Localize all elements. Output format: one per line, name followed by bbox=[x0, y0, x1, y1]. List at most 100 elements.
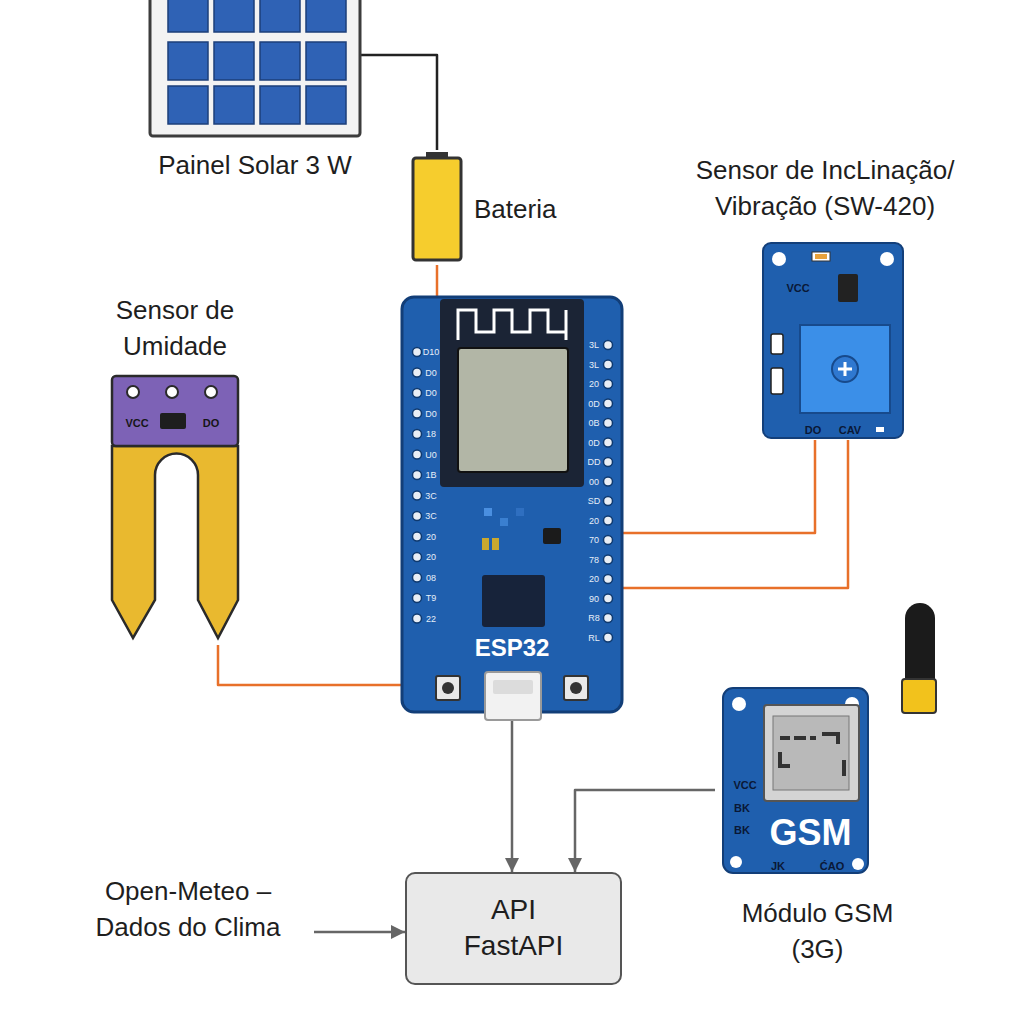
pin-hole bbox=[127, 386, 139, 398]
wifi-module bbox=[440, 299, 584, 487]
pin-name: 3C bbox=[425, 512, 437, 521]
pin-name: 20 bbox=[426, 553, 436, 562]
pin-name: SD bbox=[588, 497, 601, 506]
pin-name: 3L bbox=[589, 341, 599, 350]
pin-name: CAV bbox=[839, 425, 861, 436]
smd-part bbox=[482, 538, 489, 550]
solar-cell bbox=[168, 0, 208, 32]
part-name: Bateria bbox=[474, 194, 574, 225]
pin-name: D0 bbox=[425, 368, 437, 377]
pad bbox=[876, 427, 884, 432]
pin-hole bbox=[604, 516, 613, 525]
push-button bbox=[436, 676, 460, 700]
part-name: Módulo GSM (3G) bbox=[730, 895, 905, 968]
solar-cell bbox=[306, 42, 346, 80]
pin-hole bbox=[604, 594, 613, 603]
solar-cell bbox=[306, 86, 346, 124]
pin-name: BK bbox=[734, 825, 750, 836]
pin-hole bbox=[604, 536, 613, 545]
solar-frame bbox=[150, 0, 360, 136]
pin-hole bbox=[413, 614, 422, 623]
pin-hole bbox=[413, 409, 422, 418]
pin-name: D0 bbox=[425, 409, 437, 418]
pin-name: 0D bbox=[588, 438, 600, 447]
data-arrow bbox=[314, 931, 405, 934]
pin-hole bbox=[604, 614, 613, 623]
pin-name: R8 bbox=[588, 614, 600, 623]
mount-hole bbox=[880, 252, 894, 266]
sim-slot bbox=[764, 705, 859, 801]
solar-cell bbox=[260, 42, 300, 80]
pin-name: VCC bbox=[733, 780, 756, 791]
api-box: API FastAPI bbox=[405, 872, 622, 985]
pin-name: DO bbox=[805, 425, 822, 436]
solar-cell bbox=[214, 86, 254, 124]
box-label: API FastAPI bbox=[451, 892, 576, 965]
pin-name: VCC bbox=[786, 283, 809, 294]
source-name: Open-Meteo – Dados do Clima bbox=[88, 873, 288, 946]
pcb-antenna bbox=[458, 310, 566, 340]
pin-name: ĆAO bbox=[820, 861, 844, 872]
pin-hole bbox=[166, 386, 178, 398]
pin-name: 3L bbox=[589, 360, 599, 369]
part-name: Sensor de Umidade bbox=[100, 292, 250, 365]
regulator-chip bbox=[543, 528, 561, 544]
pin-hole bbox=[413, 573, 422, 582]
pin-hole bbox=[604, 477, 613, 486]
data-arrow bbox=[575, 790, 715, 872]
power-wire bbox=[436, 265, 439, 297]
vibration-sensor: Sensor de IncLinação/ Vibração (SW-420) bbox=[660, 150, 990, 440]
resistor bbox=[771, 368, 783, 394]
pin-name: 1B bbox=[425, 471, 436, 480]
solar-cell bbox=[214, 42, 254, 80]
solar-cell bbox=[260, 86, 300, 124]
pin-name: D0 bbox=[425, 389, 437, 398]
pin-hole bbox=[604, 575, 613, 584]
solar-cell bbox=[260, 0, 300, 32]
pin-name: 20 bbox=[589, 380, 599, 389]
pin-hole bbox=[413, 512, 422, 521]
pin-name: 22 bbox=[426, 614, 436, 623]
pin-name: VCC bbox=[125, 418, 148, 429]
pin-name: 18 bbox=[426, 430, 436, 439]
button-cap bbox=[570, 682, 582, 694]
pin-hole bbox=[604, 419, 613, 428]
pin-name: 78 bbox=[589, 555, 599, 564]
pin-hole bbox=[413, 430, 422, 439]
pin-hole bbox=[604, 341, 613, 350]
pin-name: RL bbox=[588, 633, 600, 642]
smd-part bbox=[500, 518, 508, 526]
pin-name: 08 bbox=[426, 573, 436, 582]
pin-name: DD bbox=[588, 458, 601, 467]
pin-name: 70 bbox=[589, 536, 599, 545]
pin-hole bbox=[413, 348, 422, 357]
pin-hole bbox=[604, 458, 613, 467]
push-button bbox=[564, 676, 588, 700]
pin-name: T9 bbox=[426, 594, 437, 603]
comparator-chip bbox=[160, 413, 186, 429]
pin-hole bbox=[604, 438, 613, 447]
pin-name: U0 bbox=[425, 450, 437, 459]
pin-hole bbox=[604, 633, 613, 642]
pin-hole bbox=[413, 368, 422, 377]
pad bbox=[874, 788, 881, 795]
sensor-board bbox=[763, 243, 903, 438]
pin-name: 20 bbox=[426, 532, 436, 541]
led bbox=[812, 252, 830, 261]
pin-name: 0D bbox=[588, 399, 600, 408]
smd-part bbox=[492, 538, 499, 550]
led-light bbox=[815, 254, 827, 259]
module-shield bbox=[458, 348, 568, 472]
pin-hole bbox=[413, 594, 422, 603]
pin-name: JK bbox=[771, 861, 785, 872]
pin-name: 0B bbox=[588, 419, 599, 428]
sim-tray bbox=[773, 716, 849, 790]
button-cap bbox=[442, 682, 454, 694]
data-arrow bbox=[511, 712, 514, 872]
pin-hole bbox=[413, 389, 422, 398]
solar-cell bbox=[306, 0, 346, 32]
signal-wire bbox=[218, 645, 402, 685]
resistor bbox=[771, 334, 783, 354]
pin-hole bbox=[604, 360, 613, 369]
pin-name: 00 bbox=[589, 477, 599, 486]
